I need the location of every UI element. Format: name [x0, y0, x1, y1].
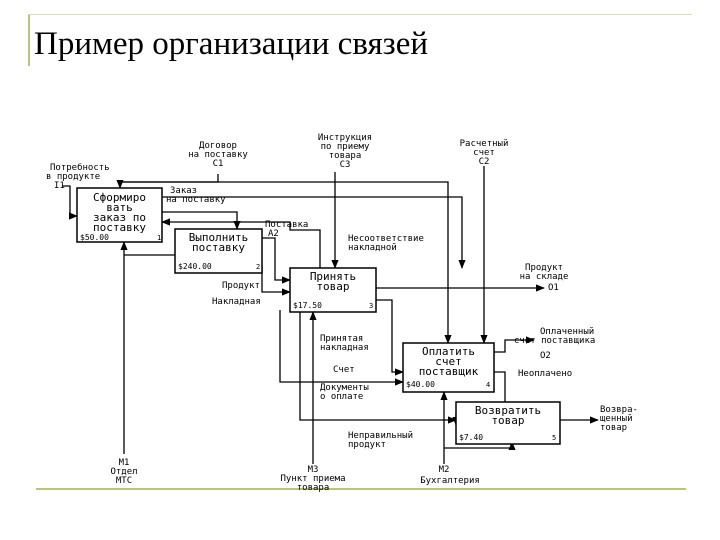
delivery-label: Поставка: [265, 220, 308, 230]
order-label: на поставку: [166, 195, 226, 205]
block-a1-title-line: поставку: [93, 221, 146, 234]
block-a2-cost: $240.00: [178, 262, 212, 271]
defective-product-label: продукт: [348, 440, 386, 450]
contract-label: C1: [213, 159, 224, 169]
block-a5-title-line: товар: [491, 414, 524, 427]
block-a1-title-line: вать: [106, 201, 133, 214]
nonconformity-label: накладной: [348, 243, 397, 253]
mechanism-m3-label: Пункт приема: [280, 474, 345, 484]
block-a4-title-line: счет: [435, 355, 462, 368]
block-a1[interactable]: Сформиро вать заказ по поставку $50.00 1: [76, 187, 163, 243]
need-label: Потребность: [50, 162, 110, 173]
mechanism-m3-label: M3: [308, 465, 319, 475]
accepted-invoice-label: Принятая: [320, 334, 363, 344]
returned-goods-label: Возвра-: [600, 405, 638, 415]
block-a5[interactable]: Возвратить товар $7.40 5: [455, 401, 561, 445]
block-a3-number: 3: [369, 302, 373, 310]
product-label: Продукт: [222, 281, 260, 291]
mechanism-m2-label: M2: [439, 465, 450, 475]
stock-label: O1: [548, 283, 559, 293]
paid-invoice-label: Оплаченный: [540, 327, 594, 337]
block-a5-cost: $7.40: [459, 433, 483, 442]
documents-label: Документы: [320, 383, 369, 393]
invoice-control-label: Расчетный: [460, 139, 509, 149]
slide-title: Пример организации связей: [34, 26, 429, 62]
instruction-label: Инструкция: [318, 133, 372, 143]
mechanism-m2-label: Бухгалтерия: [420, 476, 480, 486]
nonconformity-label: Несоответствие: [348, 234, 424, 244]
block-a2[interactable]: Выполнить поставку $240.00 2: [174, 228, 263, 274]
paid-invoice-label: счет поставщика: [514, 336, 595, 346]
bottom-rule: [36, 488, 686, 490]
block-a1-number: 1: [157, 234, 161, 242]
block-a5-number: 5: [552, 434, 556, 442]
block-a4-title-line: поставщик: [419, 365, 479, 378]
need-label: в продукте: [46, 172, 100, 182]
title-accent-bar: [28, 14, 30, 66]
instruction-label: C3: [340, 160, 351, 170]
block-a1-title-line: Сформиро: [93, 191, 146, 204]
mechanism-m3-label: товара: [297, 483, 330, 493]
need-label: I1: [54, 181, 65, 191]
block-a2-title-line: Выполнить: [189, 231, 249, 244]
contract-label: на поставку: [188, 150, 248, 160]
block-a3[interactable]: Принять товар $17.50 3: [289, 267, 377, 313]
mechanism-m1-label: M1: [119, 458, 130, 468]
delivery-mark-label: A2: [268, 229, 279, 239]
bill-label: Счет: [333, 365, 355, 375]
block-a5-title-line: Возвратить: [475, 404, 541, 417]
block-a2-title-line: поставку: [192, 241, 245, 254]
returned-goods-label: щенный: [600, 414, 633, 424]
block-a3-cost: $17.50: [293, 301, 322, 310]
paid-invoice-label: O2: [540, 351, 551, 361]
block-a1-cost: $50.00: [80, 233, 109, 242]
block-a3-title-line: товар: [316, 280, 349, 293]
mechanism-m1-label: МТС: [116, 476, 132, 486]
block-a1-title-line: заказ по: [93, 211, 146, 224]
invoice-control-label: счет: [473, 148, 495, 158]
block-a4-cost: $40.00: [406, 380, 435, 389]
instruction-label: товара: [329, 151, 362, 161]
invoice-doc-label: Накладная: [212, 297, 261, 307]
top-rule: [28, 14, 692, 15]
mechanism-m1-label: Отдел: [110, 467, 137, 477]
defective-product-label: Неправильный: [348, 431, 413, 441]
block-a4-number: 4: [486, 381, 490, 389]
invoice-control-label: C2: [479, 157, 490, 167]
accepted-invoice-label: накладная: [320, 343, 369, 353]
block-a4-title-line: Оплатить: [422, 345, 475, 358]
nonpaid-label: Неоплачено: [518, 369, 572, 379]
block-a2-number: 2: [256, 263, 260, 271]
arrow-labels: Потребность в продукте I1 Договор на пос…: [46, 133, 638, 493]
documents-label: о оплате: [320, 392, 363, 402]
stock-label: Продукт: [525, 263, 563, 273]
contract-label: Договор: [199, 141, 237, 151]
returned-goods-label: товар: [600, 423, 627, 433]
block-a4[interactable]: Оплатить счет поставщик $40.00 4: [402, 342, 495, 393]
instruction-label: по приему: [321, 142, 370, 152]
block-a3-title-line: Принять: [310, 270, 356, 283]
stock-label: на складе: [520, 272, 569, 282]
order-label: Заказ: [170, 186, 197, 196]
